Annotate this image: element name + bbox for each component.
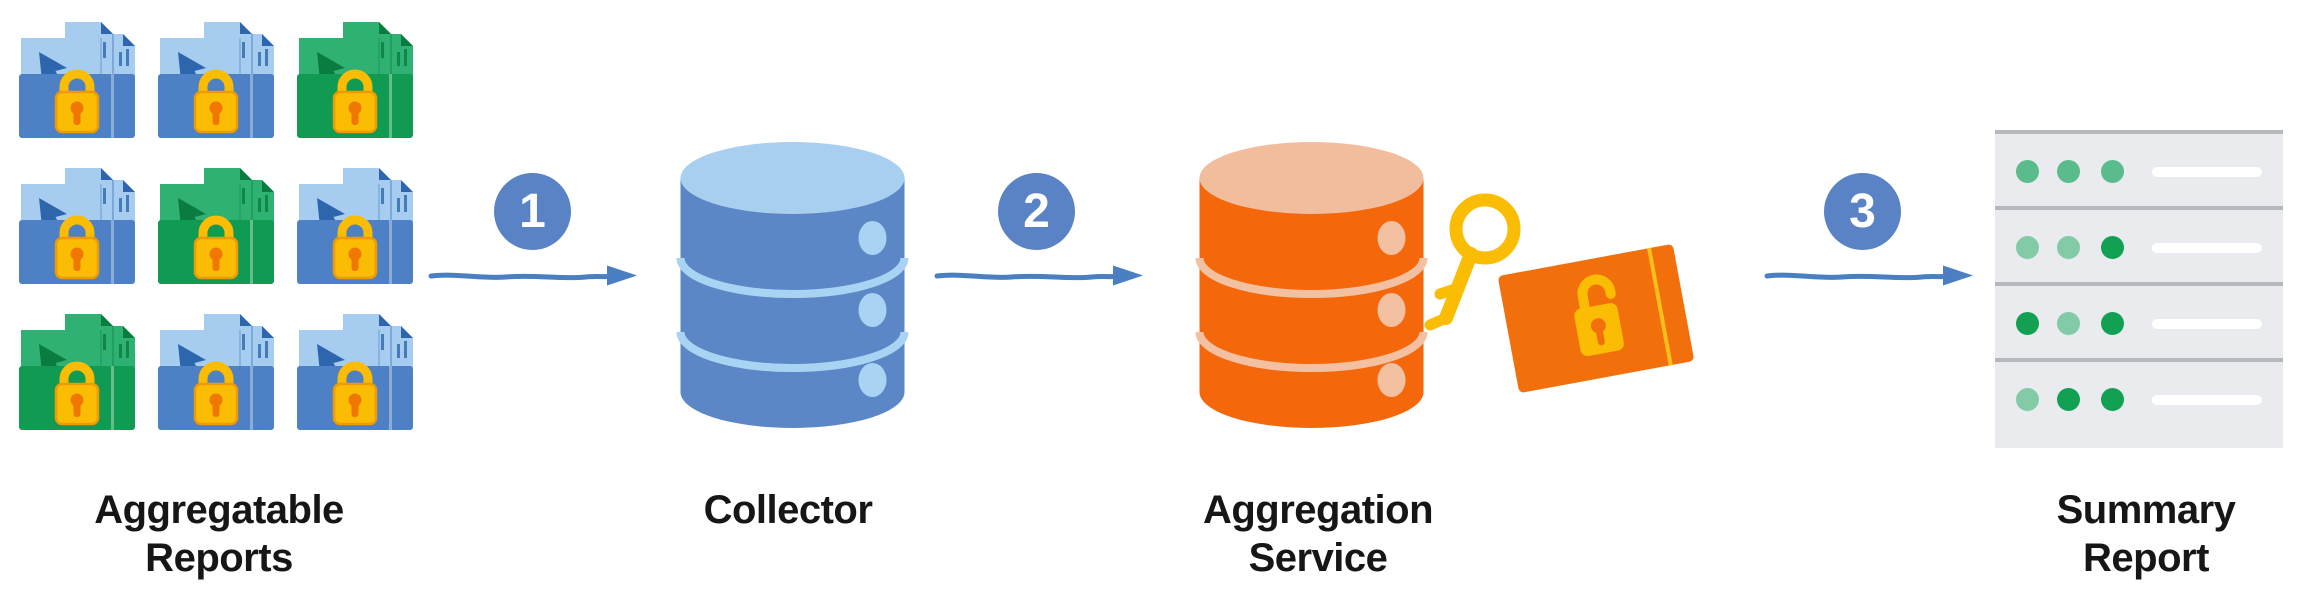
step-2-badge: 2	[998, 173, 1075, 250]
aggregatable-report-icon	[15, 12, 139, 142]
data-dot	[2016, 160, 2039, 183]
data-dot	[2057, 312, 2080, 335]
data-dot	[2016, 388, 2039, 411]
data-dot	[2016, 312, 2039, 335]
data-dot	[2057, 236, 2080, 259]
summary-report-panel	[1995, 130, 2283, 448]
label-line: Summary	[2056, 488, 2236, 532]
aggregatable-report-icon	[154, 158, 278, 288]
label-collector: Collector	[704, 486, 873, 534]
label-line: Collector	[703, 488, 873, 532]
aggregatable-report-icon	[293, 158, 417, 288]
summary-row	[1995, 286, 2283, 362]
flow-arrow-3-icon	[1764, 263, 1974, 288]
data-dot	[2101, 388, 2124, 411]
step-1-badge: 1	[494, 173, 571, 250]
card-stripe	[1647, 247, 1673, 366]
label-line: Aggregatable	[94, 488, 344, 532]
open-padlock-icon	[1552, 268, 1643, 370]
label-line: Service	[1248, 536, 1388, 580]
step-2-number: 2	[1023, 184, 1050, 238]
data-dot	[2101, 236, 2124, 259]
label-line: Reports	[145, 536, 293, 580]
value-bar	[2152, 319, 2262, 329]
data-dot	[2101, 160, 2124, 183]
summary-row	[1995, 362, 2283, 438]
data-dot	[2057, 160, 2080, 183]
flow-arrow-2-icon	[934, 263, 1144, 288]
collector-database-icon	[672, 140, 913, 430]
summary-row	[1995, 210, 2283, 286]
value-bar	[2152, 395, 2262, 405]
step-3-number: 3	[1849, 184, 1876, 238]
step-3-badge: 3	[1824, 173, 1901, 250]
label-aggregation-service: Aggregation Service	[1202, 486, 1434, 582]
flow-arrow-1-icon	[428, 263, 638, 288]
aggregatable-report-icon	[154, 12, 278, 142]
label-summary-report: Summary Report	[2057, 486, 2236, 582]
value-bar	[2152, 243, 2262, 253]
label-aggregatable-reports: Aggregatable Reports	[94, 486, 344, 582]
aggregatable-report-icon	[15, 158, 139, 288]
value-bar	[2152, 167, 2262, 177]
aggregation-service-database-icon	[1191, 140, 1432, 430]
data-dot	[2016, 236, 2039, 259]
aggregatable-report-icon	[293, 12, 417, 142]
aggregatable-report-icon	[15, 304, 139, 434]
aggregatable-report-icon	[154, 304, 278, 434]
step-1-number: 1	[519, 184, 546, 238]
summary-row	[1995, 134, 2283, 210]
aggregatable-reports-grid	[15, 12, 417, 434]
data-dot	[2101, 312, 2124, 335]
aggregatable-report-icon	[293, 304, 417, 434]
encrypted-report-card	[1497, 243, 1695, 394]
label-line: Aggregation	[1202, 488, 1434, 532]
label-line: Report	[2083, 536, 2209, 580]
data-dot	[2057, 388, 2080, 411]
